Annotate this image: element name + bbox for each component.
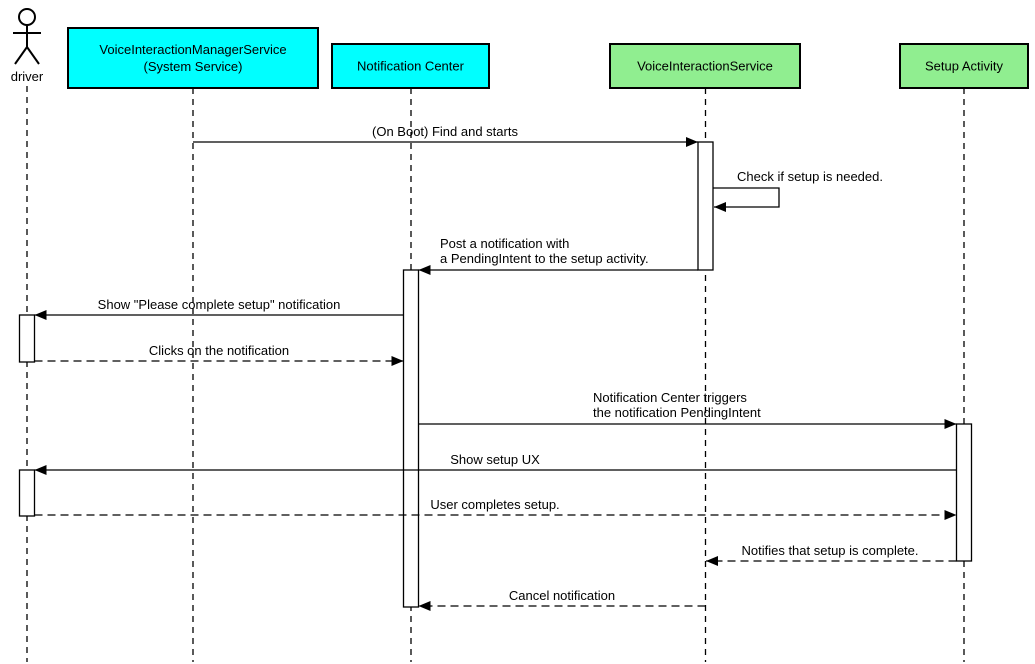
activation-driver-2	[18, 469, 36, 517]
message-clicks-notification-label: Clicks on the notification	[149, 343, 289, 358]
message-show-complete-setup-notification: Show "Please complete setup" notificatio…	[34, 297, 404, 320]
participant-setup-activity-box	[899, 43, 1029, 89]
message-clicks-on-notification: Clicks on the notification	[34, 343, 404, 366]
participant-vims-label-line1: VoiceInteractionManagerService	[99, 42, 286, 57]
message-notifies-complete-label: Notifies that setup is complete.	[741, 543, 918, 558]
message-post-notification-label-line1: Post a notification with	[440, 236, 569, 251]
message-trigger-pending-intent-label-line1: Notification Center triggers	[593, 390, 747, 405]
participant-notification-center-label: Notification Center	[357, 59, 465, 74]
participant-vims-box	[67, 27, 319, 89]
activation-setup-activity	[955, 423, 973, 562]
stick-figure-icon	[13, 8, 41, 65]
message-on-boot-label: (On Boot) Find and starts	[372, 124, 518, 139]
message-show-setup-ux: Show setup UX	[34, 452, 957, 475]
message-cancel-notification-label: Cancel notification	[509, 588, 615, 603]
participant-voice-interaction-service-box	[609, 43, 801, 89]
participant-notification-center-box	[331, 43, 490, 89]
participant-voice-interaction-manager-service: VoiceInteractionManagerService (System S…	[67, 27, 319, 89]
message-user-completes-setup-label: User completes setup.	[430, 497, 559, 512]
participant-notification-center: Notification Center	[331, 43, 490, 89]
message-post-notification: Post a notification with a PendingIntent…	[418, 236, 698, 275]
message-trigger-pending-intent-label-line2: the notification PendingIntent	[593, 405, 761, 420]
activation-driver-1	[18, 314, 36, 363]
participant-voice-interaction-service-label: VoiceInteractionService	[637, 59, 773, 74]
actor-driver-label: driver	[11, 69, 44, 84]
participant-vims-label-line2: (System Service)	[144, 59, 243, 74]
participant-voice-interaction-service: VoiceInteractionService	[609, 43, 801, 89]
message-check-if-setup-needed: Check if setup is needed.	[713, 169, 883, 212]
activation-voice-interaction-service	[697, 141, 714, 271]
message-notifies-setup-complete: Notifies that setup is complete.	[706, 543, 957, 566]
message-show-setup-ux-label: Show setup UX	[450, 452, 540, 467]
message-user-completes-setup: User completes setup.	[34, 497, 957, 520]
message-trigger-pending-intent: Notification Center triggers the notific…	[418, 390, 957, 429]
message-cancel-notification: Cancel notification	[418, 588, 706, 611]
participant-setup-activity: Setup Activity	[899, 43, 1029, 89]
message-check-setup-self-arrow	[713, 187, 780, 212]
participant-setup-activity-label: Setup Activity	[925, 59, 1004, 74]
activation-notification-center	[402, 269, 420, 608]
message-check-setup-label: Check if setup is needed.	[737, 169, 883, 184]
message-post-notification-label-line2: a PendingIntent to the setup activity.	[440, 251, 649, 266]
actor-driver: driver	[11, 8, 44, 84]
message-show-notification-label: Show "Please complete setup" notificatio…	[98, 297, 341, 312]
message-on-boot-find-and-starts: (On Boot) Find and starts	[193, 124, 698, 147]
